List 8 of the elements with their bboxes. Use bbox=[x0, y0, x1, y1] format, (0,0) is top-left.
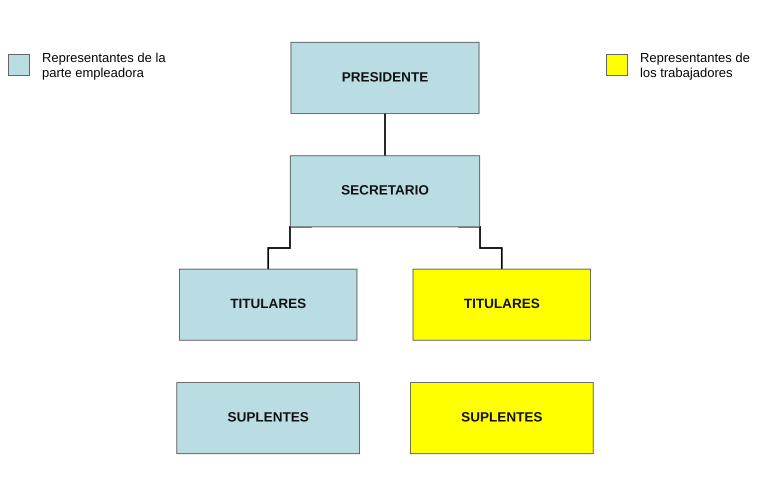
legend-label: Representantes de la parte empleadora bbox=[42, 50, 167, 80]
role-box: PRESIDENTE bbox=[290, 42, 480, 114]
role-box: SECRETARIO bbox=[290, 155, 480, 228]
legend-label: Representantes de los trabajadores bbox=[640, 50, 751, 80]
role-box: SUPLENTES bbox=[410, 382, 594, 454]
role-box: SUPLENTES bbox=[176, 382, 360, 454]
role-box: TITULARES bbox=[178, 268, 358, 341]
role-box: TITULARES bbox=[412, 268, 592, 341]
